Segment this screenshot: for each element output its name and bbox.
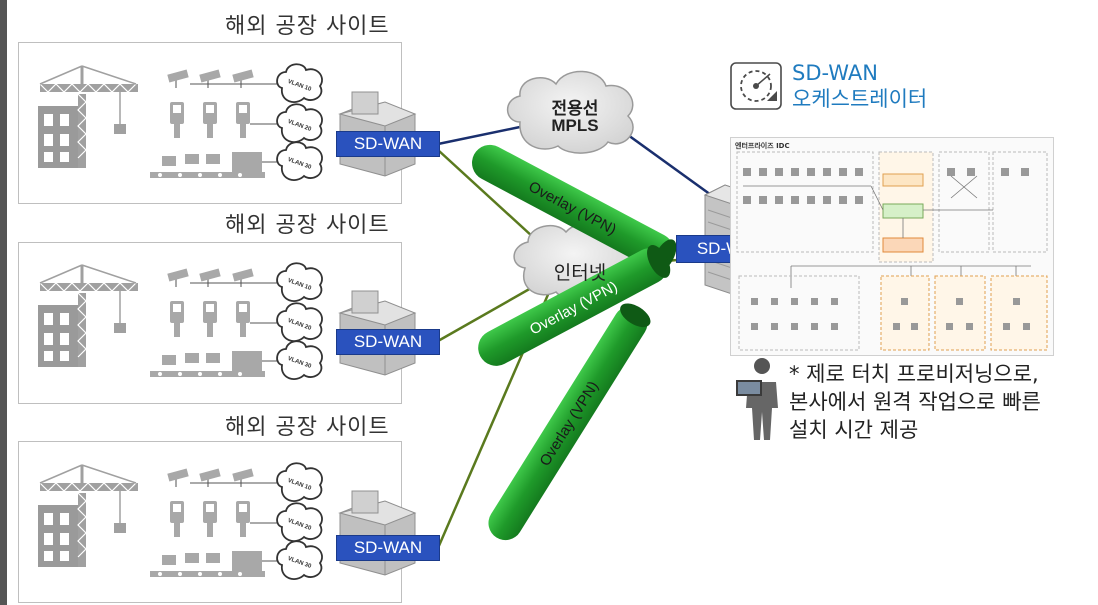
site-title-1: 해외 공장 사이트	[225, 14, 390, 39]
note-line-1: * 제로 터치 프로비저닝으로,	[789, 362, 1039, 386]
mpls-link-hq	[627, 133, 719, 202]
note-line-3: 설치 시간 제공	[789, 418, 919, 442]
orchestrator-title-line2: 오케스트레이터	[792, 87, 928, 111]
mpls-link-site1	[437, 125, 521, 146]
site-title-3: 해외 공장 사이트	[225, 415, 390, 440]
orchestrator-icon	[730, 62, 782, 110]
vlan-cloud-site1-2: VLAN 20	[276, 103, 323, 143]
idc-schematic	[736, 151, 1048, 351]
site-title-2: 해외 공장 사이트	[225, 213, 390, 238]
vlan-cloud-site3-2: VLAN 20	[276, 502, 323, 542]
idc-title: 엔터프라이즈 IDC	[735, 142, 790, 150]
note-line-2: 본사에서 원격 작업으로 빠른	[789, 390, 1041, 414]
orchestrator-title-line1: SD-WAN	[792, 61, 878, 85]
factory-illustration-2	[36, 263, 417, 379]
vlan-cloud-site2-2: VLAN 20	[276, 302, 323, 342]
mpls-cloud-label-1: 전용선	[551, 99, 599, 119]
internet-link-site2	[437, 281, 541, 343]
vlan-cloud-site3-3: VLAN 30	[276, 540, 323, 580]
vlan-cloud-site1-1: VLAN 10	[276, 63, 323, 103]
sdwan-box-site2: SD-WAN	[336, 329, 440, 355]
vlan-cloud-site1-3: VLAN 30	[276, 141, 323, 181]
sdwan-box-site1: SD-WAN	[336, 131, 440, 157]
mpls-cloud	[506, 70, 634, 154]
technician-icon	[736, 358, 778, 440]
factory-illustration-1	[36, 64, 417, 180]
vlan-cloud-site2-1: VLAN 10	[276, 262, 323, 302]
enterprise-idc-diagram: 엔터프라이즈 IDC	[730, 137, 1054, 356]
internet-link-site1	[437, 149, 546, 249]
vlan-cloud-site3-1: VLAN 10	[276, 462, 323, 502]
left-edge-bar	[0, 0, 7, 605]
orchestrator-title: SD-WAN 오케스트레이터	[792, 60, 927, 112]
zero-touch-note: * 제로 터치 프로비저닝으로, 본사에서 원격 작업으로 빠른 설치 시간 제…	[789, 360, 1041, 444]
vlan-cloud-site2-3: VLAN 30	[276, 340, 323, 380]
mpls-cloud-label-2: MPLS	[551, 116, 599, 135]
internet-cloud-label: 인터넷	[553, 262, 607, 284]
sdwan-box-site3: SD-WAN	[336, 535, 440, 561]
